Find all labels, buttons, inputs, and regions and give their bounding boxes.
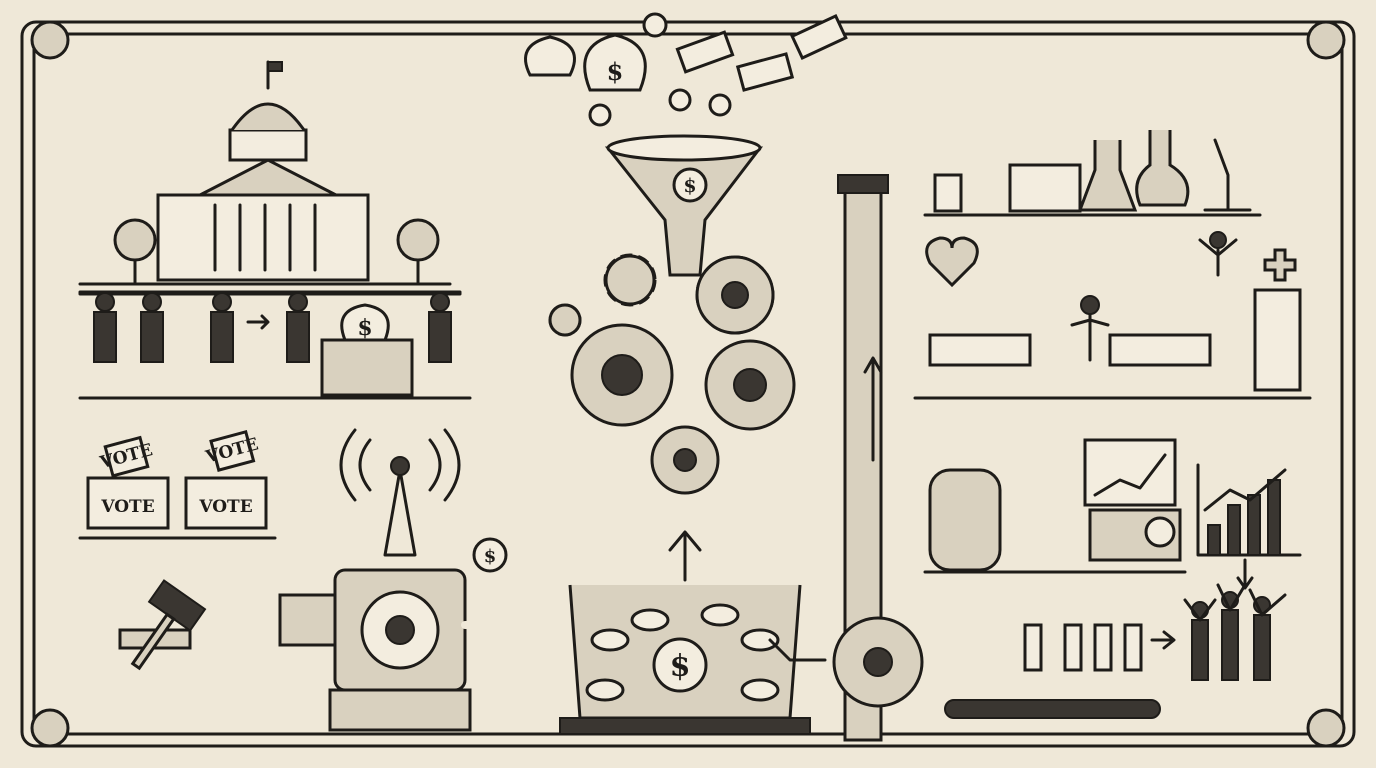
funnel-dollar: $ <box>683 175 696 197</box>
vertical-pipe-and-pump <box>768 174 924 742</box>
dollar-bubble: $ <box>484 546 497 567</box>
money-bag-dollar: $ <box>607 57 624 86</box>
hospital-scene <box>913 231 1312 400</box>
laboratory-shelf <box>923 130 1262 217</box>
money-funnel: $ <box>604 134 764 277</box>
ballot-boxes: VOTE VOTE VOTE VOTE <box>78 429 277 540</box>
broadcast-pump-machine: $ <box>278 428 508 732</box>
growth-chart-icon <box>1196 463 1302 557</box>
ballot-box-label: VOTE <box>198 497 252 517</box>
pharma-factory <box>923 438 1187 574</box>
coin-vat: $ <box>559 530 811 735</box>
capitol-building <box>78 60 452 286</box>
gavel-icon <box>118 579 207 671</box>
cheering-people <box>1183 558 1287 681</box>
pipe-network-inner <box>366 96 954 694</box>
vial-conveyor <box>944 623 1176 719</box>
money-bag-dollar: $ <box>357 315 372 341</box>
ballot-box-label: VOTE <box>100 497 154 517</box>
flying-money: $ <box>524 12 848 127</box>
gear-cluster <box>548 253 796 495</box>
vat-dollar: $ <box>670 649 691 684</box>
lobbying-handshake-scene: $ <box>78 290 472 400</box>
